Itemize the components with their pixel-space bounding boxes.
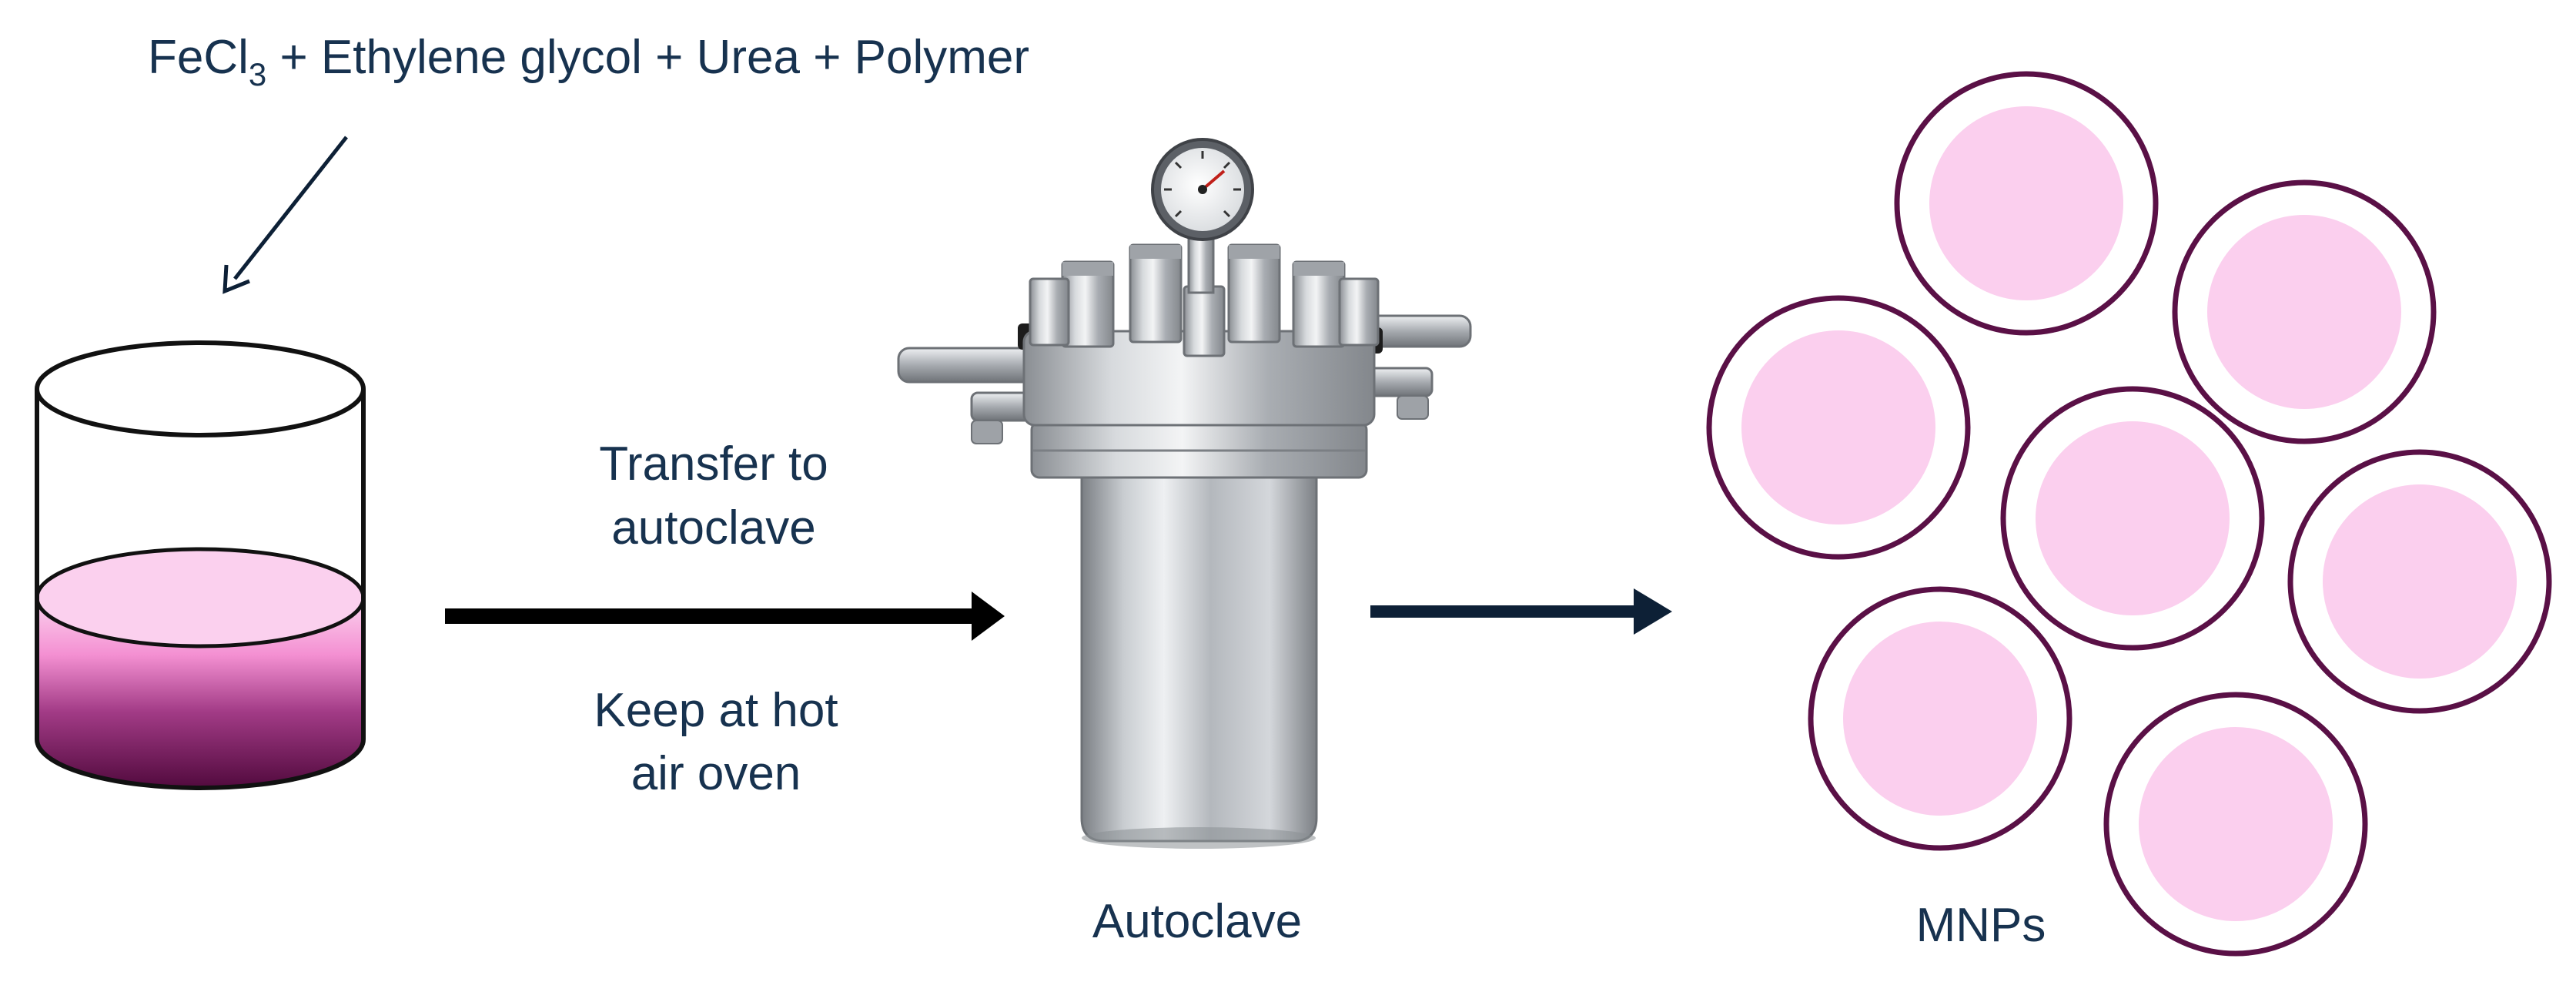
step-transfer-line1: Transfer to xyxy=(599,437,828,491)
autoclave-image xyxy=(897,138,1472,849)
mnp-particle xyxy=(1894,71,2159,336)
autoclave-label: Autoclave xyxy=(1092,895,1302,948)
mnp-particle xyxy=(1706,295,1971,560)
mnp-cluster xyxy=(1706,71,2552,957)
mnps-label: MNPs xyxy=(1916,899,2046,952)
beaker xyxy=(35,340,366,790)
arrow-to-autoclave xyxy=(445,592,1005,641)
pressure-gauge-icon xyxy=(1151,138,1254,241)
arrow-to-mnps xyxy=(1370,588,1672,635)
mnp-particle xyxy=(2000,386,2265,651)
reagents-subscript: 3 xyxy=(249,56,266,92)
mnp-particle xyxy=(2287,449,2552,714)
reagents-label: FeCl3 + Ethylene glycol + Urea + Polymer xyxy=(148,31,1029,92)
step-transfer-line2: autoclave xyxy=(611,501,815,555)
reagents-rest: + Ethylene glycol + Urea + Polymer xyxy=(266,31,1029,84)
mnp-particle xyxy=(2172,179,2437,444)
step-oven-line1: Keep at hot xyxy=(594,684,838,737)
step-oven-line2: air oven xyxy=(631,747,801,800)
mnp-particle xyxy=(1808,586,2073,851)
reagents-fecl: FeCl xyxy=(148,31,249,84)
mnp-particle xyxy=(2103,692,2368,957)
reagent-arrow xyxy=(222,136,348,294)
